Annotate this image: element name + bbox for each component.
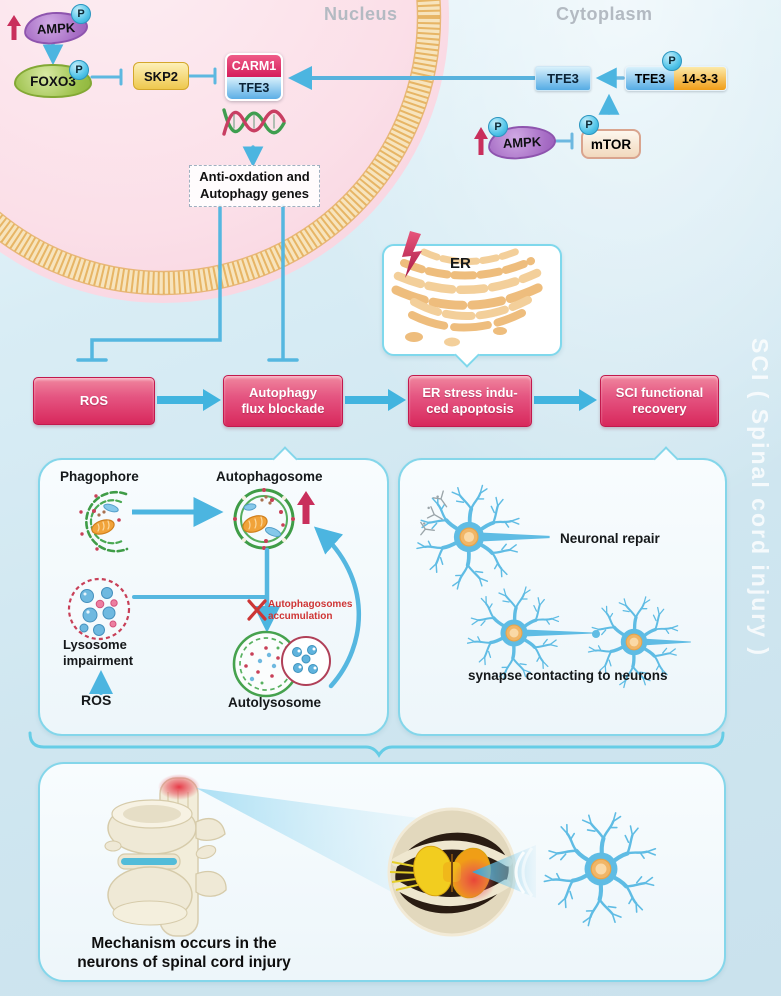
er-callout-pointer — [454, 342, 480, 368]
er-callout-box — [382, 244, 562, 368]
autophagy-panel — [38, 446, 389, 736]
neuron-panel-notch — [653, 446, 679, 472]
spinal-cord-panel — [38, 762, 726, 982]
autophagy-panel-notch — [272, 446, 298, 472]
neuron-panel — [398, 446, 727, 736]
